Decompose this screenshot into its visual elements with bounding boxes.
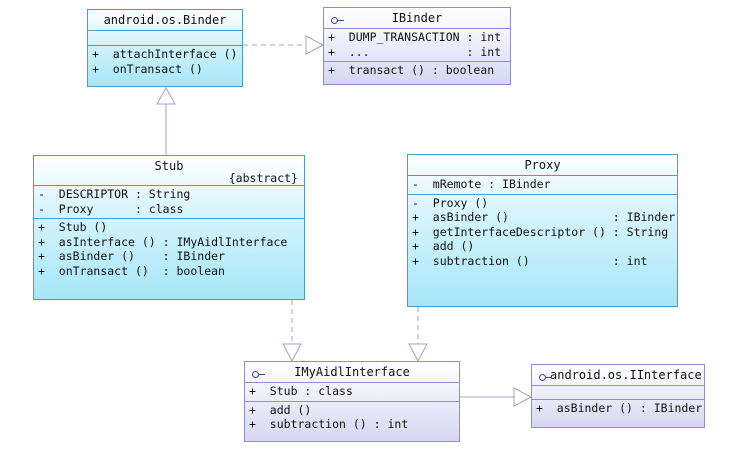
stub-class-box[interactable]: Stub {abstract} - DESCRIPTOR : String - … — [33, 155, 305, 300]
proxy-operation: + getInterfaceDescriptor () : String — [412, 224, 669, 239]
iinterface-operations-section: + asBinder () : IBinder — [532, 399, 704, 418]
binder-operation: + attachInterface () — [92, 47, 238, 61]
imyaidl-attributes-section: + Stub : class — [245, 382, 459, 401]
stub-operation: + Stub () — [38, 220, 108, 235]
proxy-operation: + add () — [412, 239, 475, 254]
binder-class-name: android.os.Binder — [103, 13, 227, 27]
ibinder-attributes-section: + DUMP_TRANSACTION : int + ... : int — [324, 28, 510, 61]
binder-operation: + onTransact () — [92, 61, 203, 76]
iinterface-interface-box[interactable]: android.os.IInterface + asBinder () : IB… — [531, 364, 705, 428]
imyaidl-operation: + add () — [249, 402, 312, 417]
stub-operation: + asInterface () : IMyAidlInterface — [38, 234, 288, 249]
stub-attributes-section: - DESCRIPTOR : String - Proxy : class — [34, 185, 304, 218]
stub-operation: + onTransact () : boolean — [38, 263, 225, 278]
stub-operations-section: + Stub () + asInterface () : IMyAidlInte… — [34, 218, 304, 280]
binder-class-box[interactable]: android.os.Binder + attachInterface () +… — [87, 9, 243, 87]
proxy-operation: - Proxy () — [412, 195, 489, 210]
proxy-imyaidl-arrowhead — [408, 343, 428, 363]
stub-attribute: - Proxy : class — [38, 201, 184, 216]
iinterface-interface-name: android.os.IInterface — [550, 368, 702, 382]
ibinder-interface-name: IBinder — [391, 11, 443, 25]
iinterface-attributes-section — [532, 385, 704, 399]
stub-imyaidl-arrowhead — [282, 343, 302, 363]
interface-lollipop-icon — [539, 370, 552, 384]
stub-attribute: - DESCRIPTOR : String — [38, 187, 191, 201]
ibinder-operations-section: + transact () : boolean — [324, 61, 510, 80]
ibinder-attribute: + ... : int — [328, 44, 502, 59]
binder-ibinder-arrowhead — [305, 35, 325, 55]
imyaidl-attribute: + Stub : class — [249, 384, 353, 398]
proxy-attribute: - mRemote : IBinder — [412, 177, 551, 191]
stub-abstract-stereotype: {abstract} — [228, 171, 298, 185]
stub-binder-arrowhead — [156, 86, 176, 105]
iinterface-operation: + asBinder () : IBinder — [536, 401, 703, 415]
imyaidl-iinterface-arrowhead — [513, 387, 533, 407]
stub-operation: + asBinder () : IBinder — [38, 249, 225, 264]
imyaidl-interface-box[interactable]: IMyAidlInterface + Stub : class + add ()… — [244, 361, 460, 442]
ibinder-operation: + transact () : boolean — [328, 63, 495, 78]
ibinder-attribute: + DUMP_TRANSACTION : int — [328, 30, 502, 44]
ibinder-interface-box[interactable]: IBinder + DUMP_TRANSACTION : int + ... :… — [323, 7, 511, 85]
stub-class-name: Stub — [154, 159, 184, 173]
proxy-operations-section: - Proxy () + asBinder () : IBinder + get… — [408, 193, 677, 271]
proxy-operation: + asBinder () : IBinder — [412, 210, 676, 225]
binder-attributes-section — [88, 30, 242, 45]
proxy-class-name: Proxy — [524, 158, 561, 172]
imyaidl-interface-name: IMyAidlInterface — [294, 365, 410, 379]
binder-operations-section: + attachInterface () + onTransact () — [88, 45, 242, 78]
interface-lollipop-icon — [252, 367, 265, 381]
proxy-operation: + subtraction () : int — [412, 253, 648, 268]
proxy-class-box[interactable]: Proxy - mRemote : IBinder - Proxy () + a… — [407, 154, 678, 307]
imyaidl-operations-section: + add () + subtraction () : int — [245, 400, 459, 434]
imyaidl-operation: + subtraction () : int — [249, 417, 409, 432]
proxy-attributes-section: - mRemote : IBinder — [408, 175, 677, 194]
interface-lollipop-icon — [331, 13, 344, 27]
